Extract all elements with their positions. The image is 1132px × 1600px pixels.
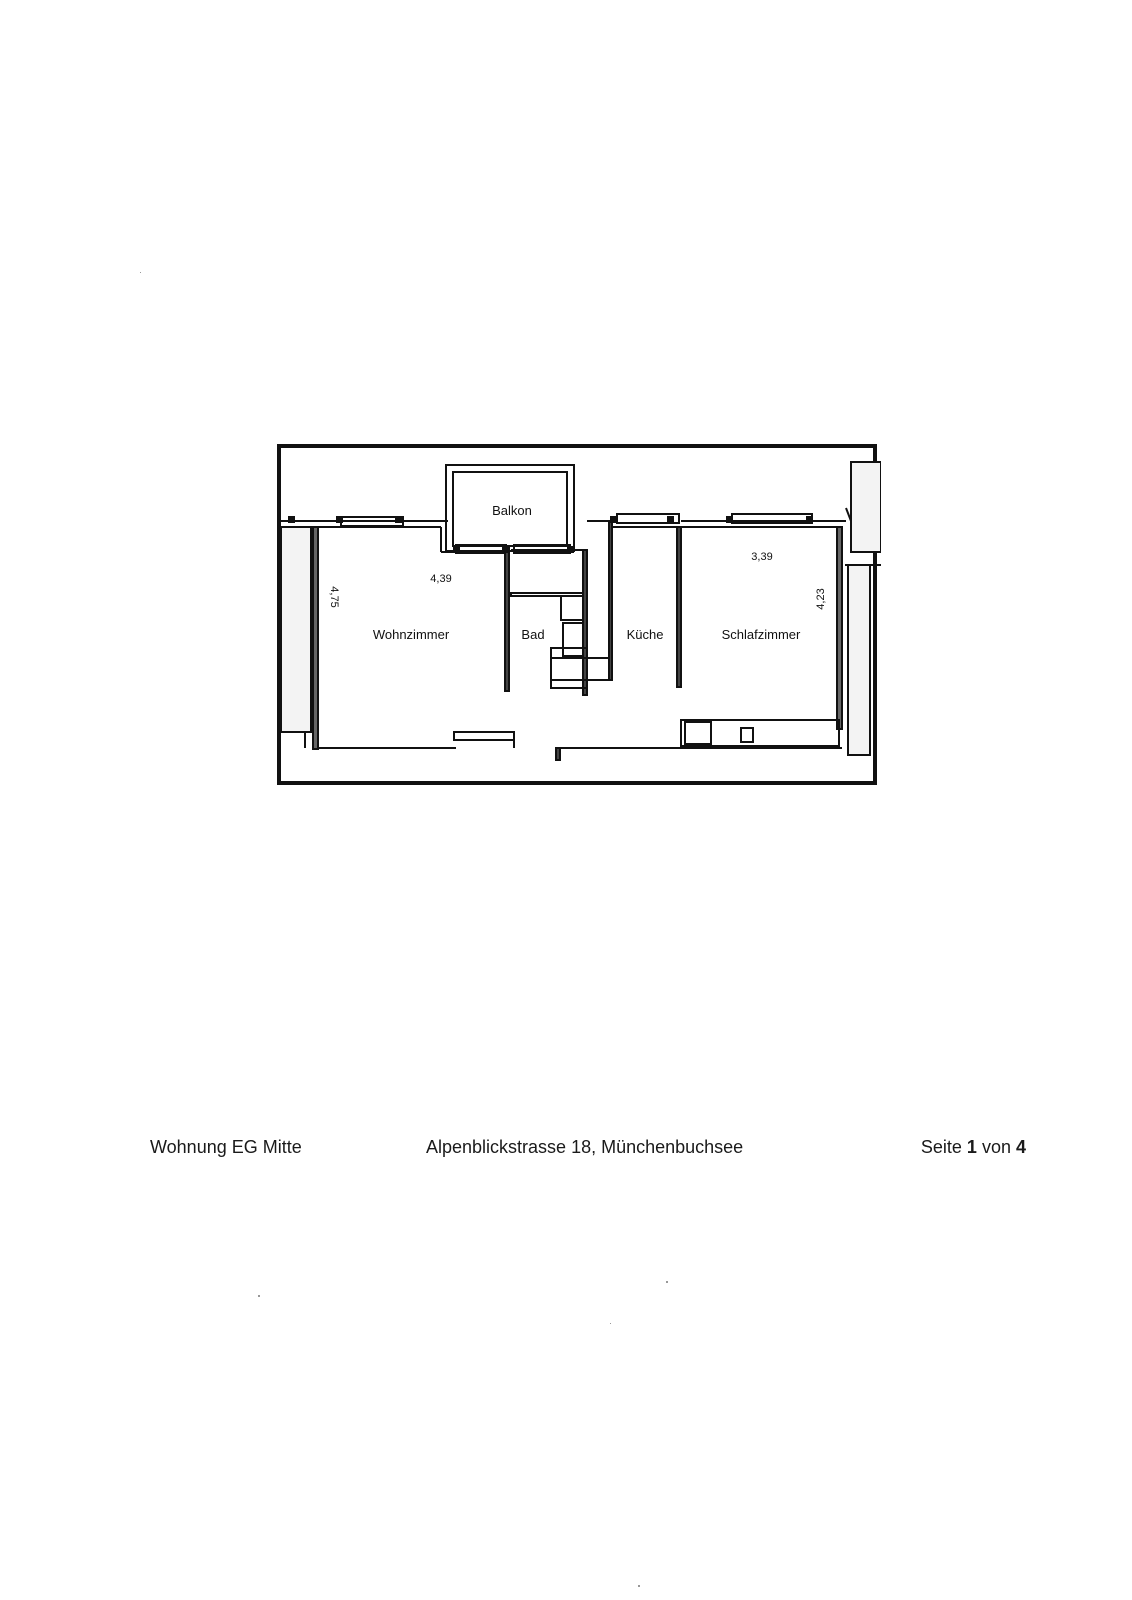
footer-address: Alpenblickstrasse 18, Münchenbuchsee <box>426 1137 744 1157</box>
room-label-wohnzimmer: Wohnzimmer <box>373 627 450 642</box>
wall-posts <box>288 516 813 553</box>
dimension-wohnzimmer-width: 4,39 <box>430 573 451 585</box>
room-label-balkon: Balkon <box>492 503 532 518</box>
page-total: 4 <box>1015 1137 1026 1157</box>
floor-plan: Balkon Wohnzimmer Bad Küche Schlafzimmer… <box>277 444 881 785</box>
dimension-wohnzimmer-depth: 4,75 <box>328 586 340 607</box>
page-separator: von <box>981 1137 1011 1157</box>
page-current: 1 <box>966 1137 977 1157</box>
scan-speck <box>258 1295 260 1297</box>
footer-unit: Wohnung EG Mitte <box>150 1137 302 1157</box>
scan-speck <box>140 272 141 273</box>
room-label-bad: Bad <box>521 627 544 642</box>
walls <box>281 461 881 761</box>
room-label-kueche: Küche <box>627 627 664 642</box>
dimension-schlafzimmer-width: 3,39 <box>751 551 772 563</box>
scan-speck <box>666 1281 668 1283</box>
dimension-schlafzimmer-depth: 4,23 <box>815 588 827 609</box>
scan-speck <box>610 1323 611 1324</box>
page-prefix: Seite <box>920 1137 962 1157</box>
room-label-schlafzimmer: Schlafzimmer <box>722 627 801 642</box>
room-labels: Balkon Wohnzimmer Bad Küche Schlafzimmer… <box>328 503 827 642</box>
footer-page-number: Seite 1 von 4 <box>921 1136 1026 1158</box>
floor-plan-drawing: Balkon Wohnzimmer Bad Küche Schlafzimmer… <box>281 461 881 761</box>
scan-speck <box>638 1585 640 1587</box>
